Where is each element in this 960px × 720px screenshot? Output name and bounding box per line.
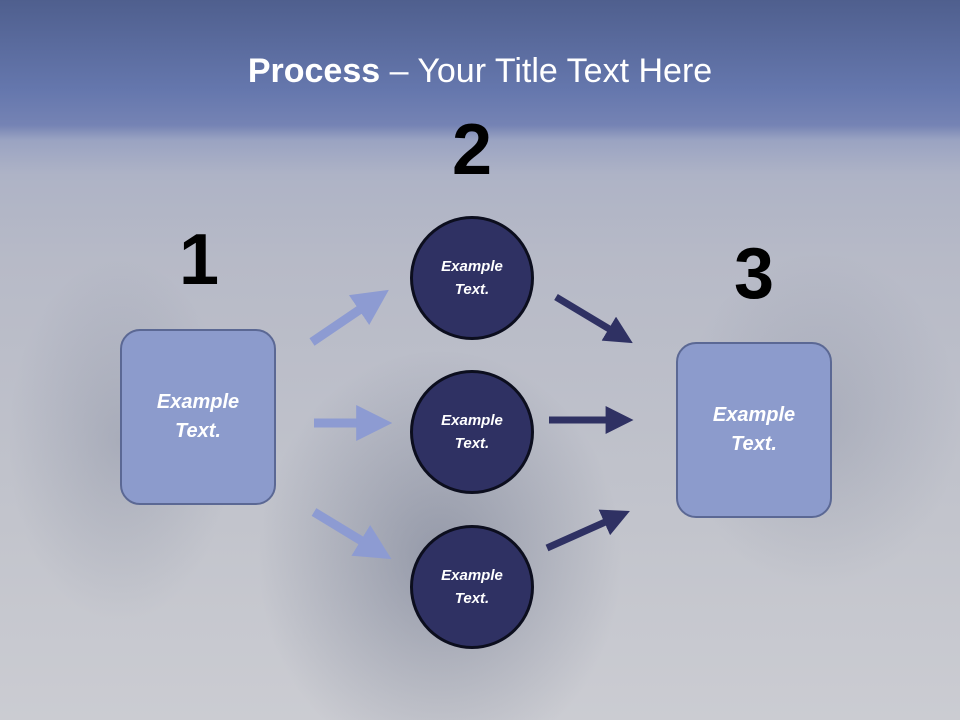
- title-rest: – Your Title Text Here: [380, 52, 713, 90]
- step-2-circle-bottom[interactable]: Example Text.: [410, 525, 534, 649]
- arrow-bottom-to-3: [545, 509, 630, 552]
- step-number-2: 2: [451, 110, 493, 190]
- arrow-top-to-3: [554, 293, 633, 344]
- step-3-text: Example Text.: [712, 404, 796, 455]
- step-number-1: 1: [178, 220, 220, 300]
- circle-middle-text: Example Text.: [441, 412, 503, 452]
- step-1-text: Example Text.: [156, 391, 240, 442]
- step-1-box[interactable]: Example Text.: [120, 329, 276, 505]
- step-2-circle-top[interactable]: Example Text.: [410, 216, 534, 340]
- step-2-circle-middle[interactable]: Example Text.: [410, 370, 534, 494]
- title-bold: Process: [247, 52, 381, 90]
- step-number-3: 3: [733, 234, 775, 314]
- circle-bottom-text: Example Text.: [441, 567, 503, 607]
- slide-title: Process – Your Title Text Here: [0, 52, 960, 91]
- arrow-1-to-top: [309, 289, 389, 346]
- arrow-1-to-bottom: [311, 508, 392, 560]
- step-3-box[interactable]: Example Text.: [676, 342, 832, 518]
- circle-top-text: Example Text.: [441, 258, 503, 298]
